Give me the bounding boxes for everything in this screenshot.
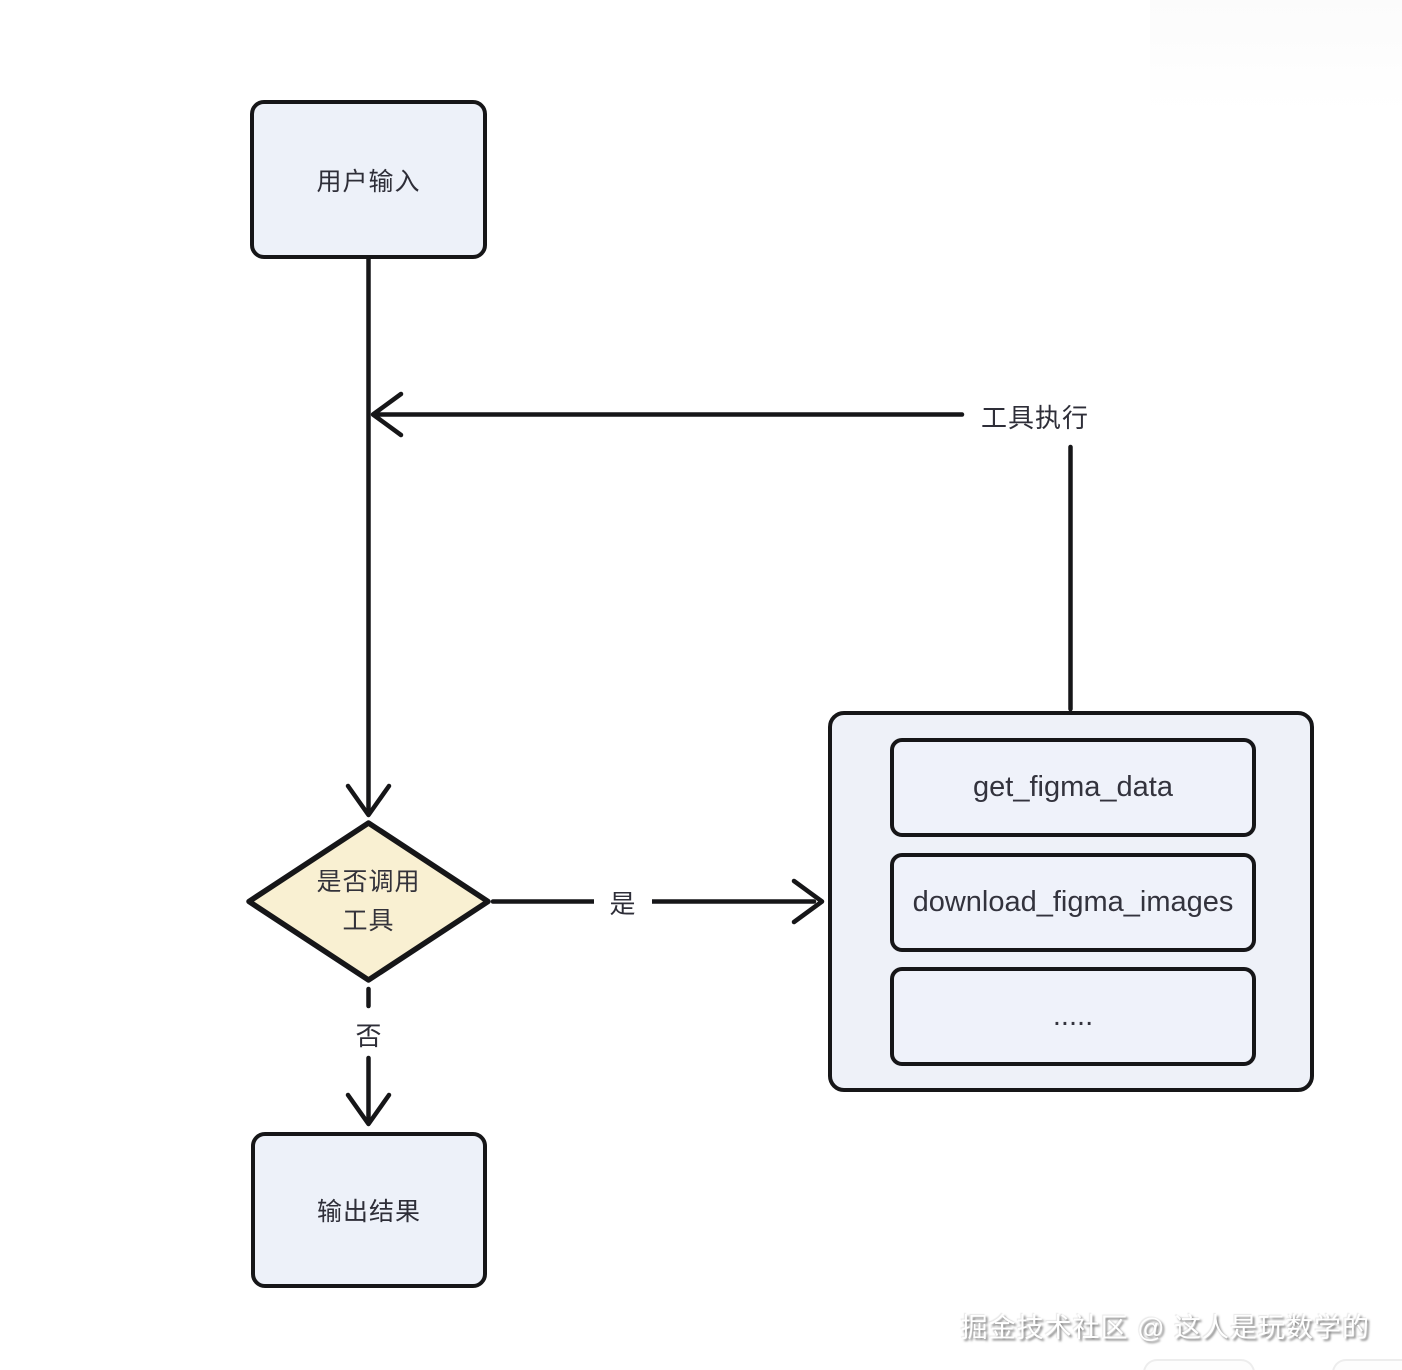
node-decision-label: 是否调用 工具 (268, 859, 469, 945)
decision-label-line1: 是否调用 (316, 868, 421, 896)
partial-ui-ghost (1332, 1359, 1402, 1370)
background-tint (1150, 0, 1402, 112)
arrowhead-left-toolexec (370, 391, 404, 438)
node-tool-ellipsis: ..... (890, 967, 1256, 1066)
arrowhead-down-output (345, 1092, 392, 1127)
tool-label: download_figma_images (912, 886, 1234, 918)
partial-ui-ghost (1143, 1359, 1255, 1370)
watermark-text: 掘金技术社区 @ 这人是玩数学的 (960, 1313, 1370, 1343)
arrowhead-right-toolsgroup (791, 878, 825, 925)
node-user-input-label: 用户输入 (316, 167, 421, 196)
watermark: 掘金技术社区 @ 这人是玩数学的 (961, 1306, 1370, 1345)
tool-label: get_figma_data (973, 771, 1173, 803)
node-tools-group: get_figma_data download_figma_images ...… (828, 711, 1314, 1092)
arrowhead-down-decision (345, 783, 392, 818)
node-tool-download-figma-images: download_figma_images (890, 853, 1256, 952)
edge-label-no-text: 否 (355, 1020, 383, 1051)
edge-label-no: 否 (340, 1014, 398, 1054)
node-output-label: 输出结果 (316, 1198, 421, 1226)
node-user-input: 用户输入 (250, 100, 487, 259)
edge-label-tool-exec-text: 工具执行 (980, 402, 1089, 433)
edge-label-yes-text: 是 (609, 888, 637, 919)
decision-label-line2: 工具 (342, 907, 395, 935)
node-output: 输出结果 (251, 1132, 487, 1288)
edge-label-tool-exec: 工具执行 (972, 397, 1098, 435)
tool-label: ..... (1052, 1000, 1094, 1032)
node-tool-get-figma-data: get_figma_data (890, 738, 1256, 837)
edge-label-yes: 是 (594, 883, 652, 921)
